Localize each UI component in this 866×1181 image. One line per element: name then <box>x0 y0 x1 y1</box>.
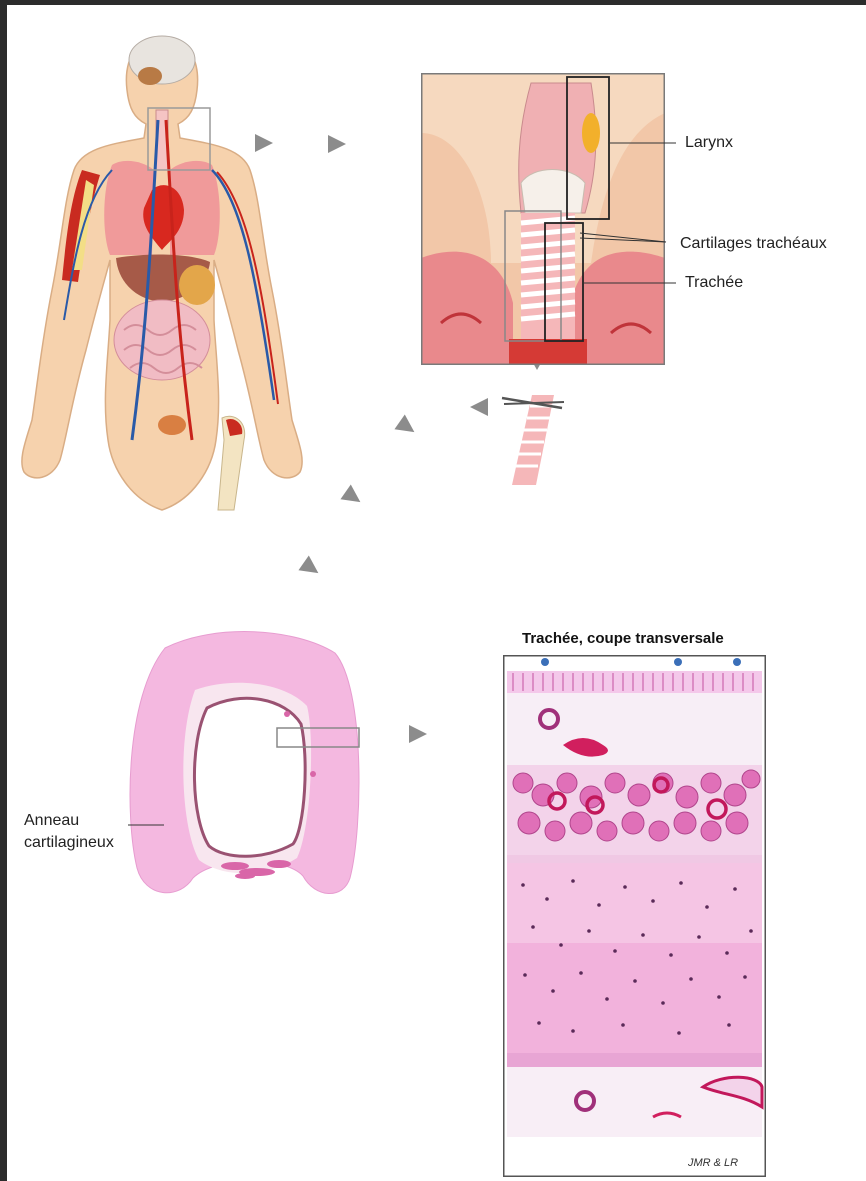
histology-section-image <box>503 655 766 1177</box>
histology-title: Trachée, coupe transversale <box>522 630 724 647</box>
label-cartilages-tracheaux: Cartilages trachéaux <box>680 234 827 254</box>
label-trachee: Trachée <box>685 273 743 293</box>
anneau-leader-line <box>126 822 166 828</box>
histology-credit: JMR & LR <box>688 1157 738 1169</box>
flow-arrow-4 <box>340 484 365 509</box>
flow-arrow-2 <box>328 135 346 153</box>
flow-arrow-1 <box>255 134 273 152</box>
label-anneau-line1: Anneau <box>24 811 79 831</box>
flow-arrow-5 <box>298 555 323 580</box>
label-larynx: Larynx <box>685 133 733 153</box>
flow-arrow-3 <box>394 414 419 439</box>
trachea-segment-illustration <box>490 390 590 490</box>
body-anatomy-illustration <box>12 20 312 520</box>
leader-lines <box>560 130 680 290</box>
flow-arrow-6 <box>470 398 488 416</box>
trachea-cross-section <box>125 628 370 908</box>
flow-arrow-8 <box>409 725 427 743</box>
label-anneau-line2: cartilagineux <box>24 833 114 853</box>
